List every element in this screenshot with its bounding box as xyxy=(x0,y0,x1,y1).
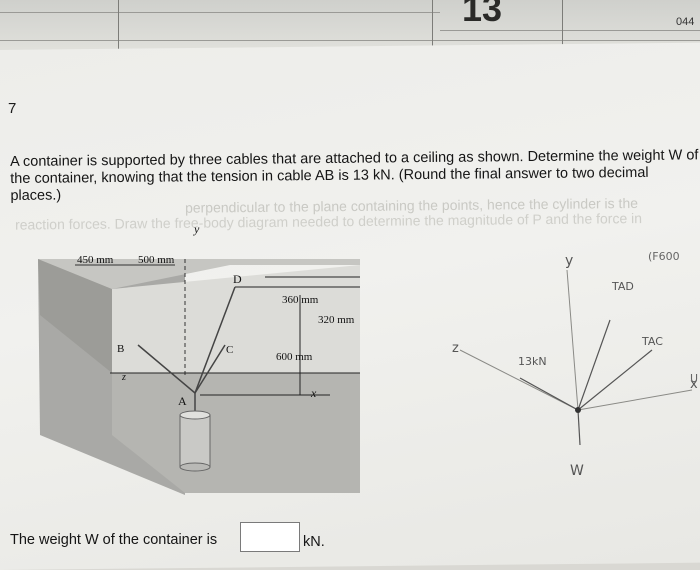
container-top xyxy=(179,410,211,420)
dim-label-360: 360 mm xyxy=(282,294,319,306)
sketch-force-tac xyxy=(577,349,653,411)
sketch-label-x: x xyxy=(690,377,698,392)
sketch-node xyxy=(575,407,581,413)
question-number: 7 xyxy=(8,100,17,117)
axis-label-x: x xyxy=(310,386,317,400)
notebook-column-rule xyxy=(562,0,563,58)
sketch-force-w xyxy=(577,409,581,446)
ceiling-edge xyxy=(38,259,360,289)
axis-label-z: z xyxy=(121,372,126,383)
sketch-x-axis xyxy=(577,389,693,411)
wall-shade xyxy=(38,259,112,373)
sketch-force-tab xyxy=(519,377,579,411)
weight-answer-input[interactable] xyxy=(240,522,300,552)
notebook-corner-number: 044 xyxy=(676,16,695,28)
notebook-column-rule xyxy=(432,0,433,58)
notebook-column-rule xyxy=(118,0,119,50)
sketch-label-y: y xyxy=(565,253,573,269)
sketch-label-tab: 13kN xyxy=(518,355,547,368)
answer-prompt: The weight W of the container is xyxy=(10,532,218,548)
sketch-y-axis xyxy=(566,269,579,411)
notebook-rule xyxy=(0,12,440,13)
ceiling-face xyxy=(112,265,360,373)
cable-AC xyxy=(194,344,226,394)
cable-AB xyxy=(137,344,196,394)
cable-AD xyxy=(194,286,236,394)
point-label-A: A xyxy=(178,394,187,408)
point-label-C: C xyxy=(226,344,233,356)
dim-label-450: 450 mm xyxy=(77,254,114,266)
container-cylinder xyxy=(179,414,211,468)
point-label-B: B xyxy=(117,343,124,355)
cable-container-diagram: 450 mm 500 mm 360 mm 320 mm 600 mm y x z… xyxy=(38,225,360,495)
answer-unit: kN. xyxy=(303,534,325,550)
sketch-label-tad: TAD xyxy=(611,280,634,293)
dim-label-320: 320 mm xyxy=(318,314,355,326)
back-face xyxy=(112,373,360,493)
handwritten-free-body-sketch: y z x 13kN TAD TAC W (F600 U xyxy=(452,250,698,479)
point-label-D: D xyxy=(233,272,242,286)
axis-label-y: y xyxy=(193,225,200,236)
problem-statement: A container is supported by three cables… xyxy=(10,147,700,205)
notebook-rule xyxy=(440,30,700,31)
sketch-label-u: U xyxy=(690,372,698,385)
dim-label-500: 500 mm xyxy=(138,254,175,266)
notebook-page-number: 13 xyxy=(462,0,503,29)
dim-label-600: 600 mm xyxy=(276,351,313,363)
sketch-z-axis xyxy=(459,349,579,411)
sketch-label-z: z xyxy=(452,341,459,356)
notebook-rule xyxy=(0,40,700,41)
container-bottom xyxy=(179,462,211,472)
sketch-label-w: W xyxy=(570,463,584,479)
sketch-force-tad xyxy=(577,319,611,411)
sketch-label-tac: TAC xyxy=(641,335,663,348)
problem-text: A container is supported by three cables… xyxy=(10,147,699,204)
sketch-note: (F600 xyxy=(648,250,680,263)
